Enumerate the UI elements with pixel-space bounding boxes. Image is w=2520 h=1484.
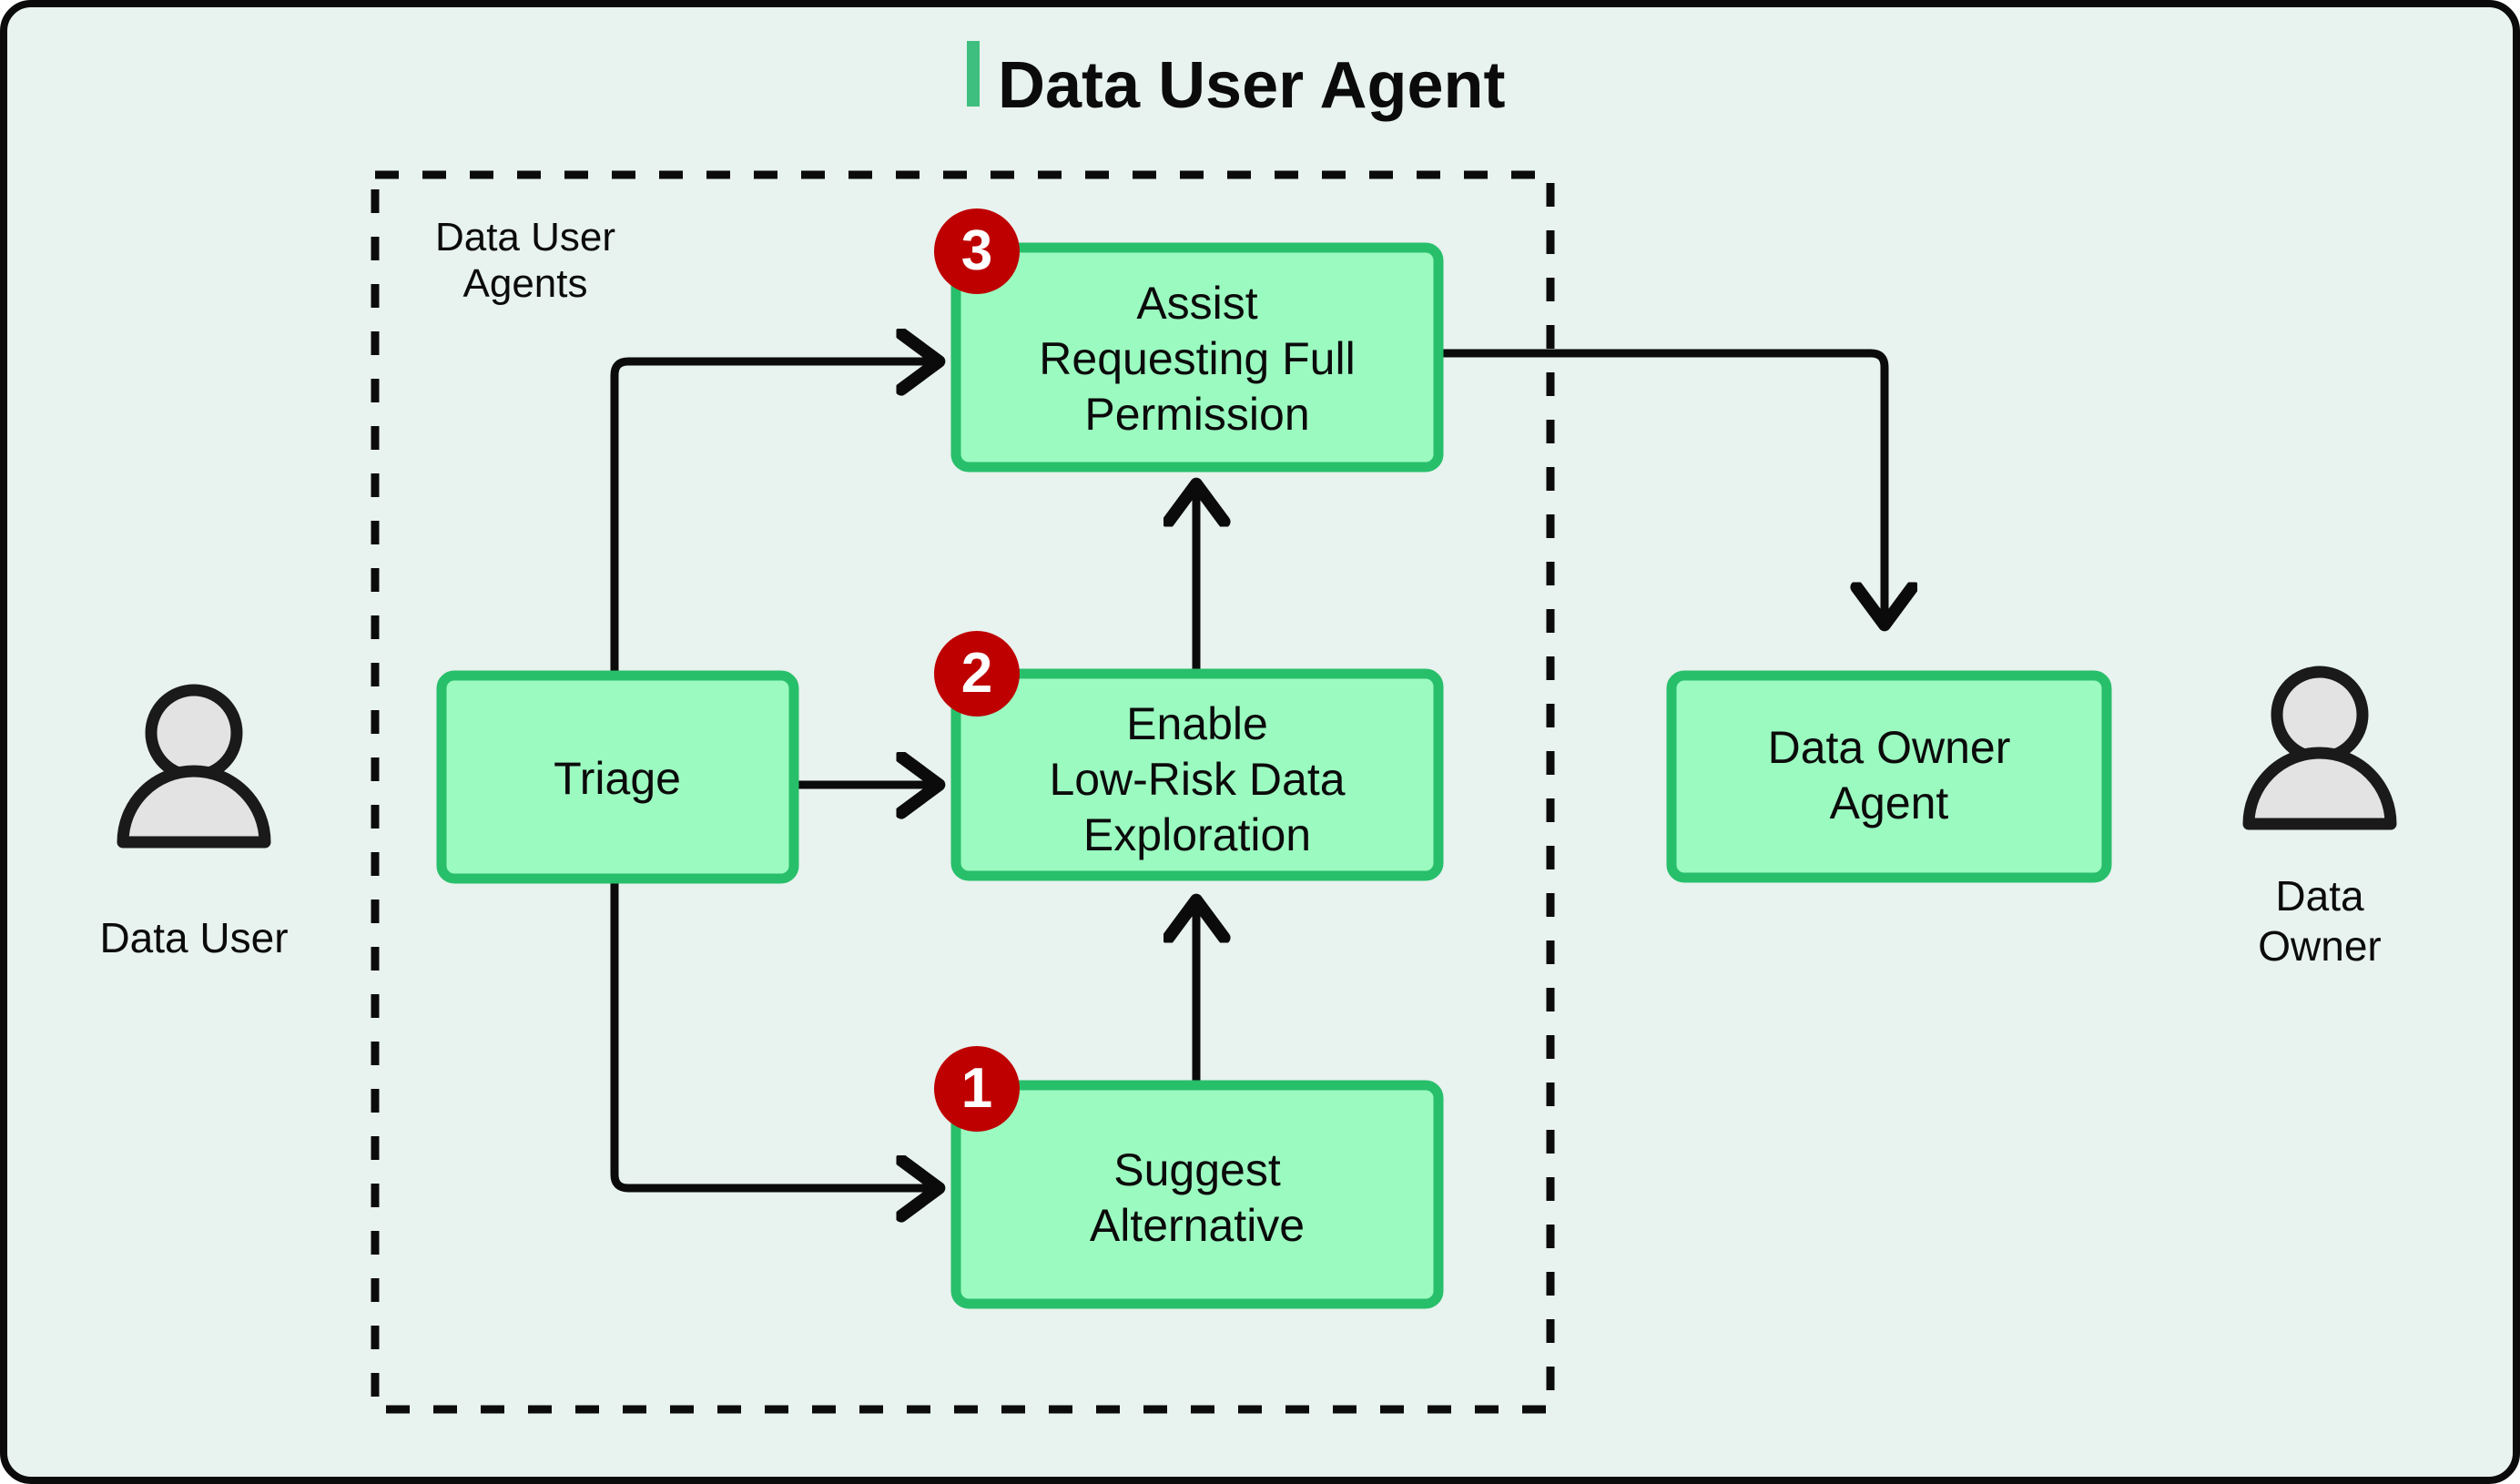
enable-node-label-line1: Enable [1126,698,1268,749]
assist-node-label-line3: Permission [1084,389,1309,440]
badge-1-label: 1 [961,1057,992,1120]
data-owner-actor: Data Owner [2242,666,2397,970]
connector-triage-to-suggest [610,879,942,1188]
assist-requesting-full-permission-node[interactable]: Assist Requesting Full Permission 3 [934,208,1444,473]
enable-node-label-line3: Exploration [1083,809,1311,860]
triage-node[interactable]: Triage [436,670,799,884]
badge-1-circle [934,1046,1020,1132]
connector-assist-to-data-owner-agent [1440,349,1885,628]
person-icon [117,684,271,849]
triage-node-label: Triage [554,753,681,804]
assist-node-label-line1: Assist [1136,278,1257,329]
suggest-node-label-line1: Suggest [1113,1144,1281,1195]
enable-node-label-line2: Low-Risk Data [1049,754,1345,805]
enable-low-risk-data-exploration-node[interactable]: Enable Low-Risk Data Exploration 2 [934,631,1444,881]
data-owner-agent-label-line1: Data Owner [1768,722,2011,773]
assist-node-box[interactable] [950,242,1444,473]
data-owner-actor-label-line2: Owner [2258,922,2381,970]
badge-2-label: 2 [961,642,992,705]
suggest-alternative-node[interactable]: Suggest Alternative 1 [934,1046,1444,1309]
group-label-line1: Data User [435,215,615,259]
triage-node-box[interactable] [436,670,799,884]
data-user-actor-label: Data User [99,914,288,961]
suggest-node-box[interactable] [950,1080,1444,1309]
title-accent-bar [967,41,980,107]
data-user-actor: Data User [99,684,289,961]
data-owner-actor-label-line1: Data [2275,872,2364,920]
person-icon [2242,666,2397,830]
badge-3-circle [934,208,1020,294]
assist-node-label-line2: Requesting Full [1039,333,1355,384]
enable-node-box[interactable] [950,668,1444,881]
data-owner-agent-node-box[interactable] [1666,670,2112,883]
group-label-line2: Agents [463,261,588,306]
badge-3-label: 3 [961,219,992,282]
suggest-node-label-line2: Alternative [1090,1200,1305,1251]
data-owner-agent-node[interactable]: Data Owner Agent [1666,670,2112,883]
data-user-agents-group [371,170,1555,1414]
connector-triage-to-assist [610,361,942,676]
badge-2-circle [934,631,1020,717]
page-title: Data User Agent [998,49,1505,122]
data-owner-agent-label-line2: Agent [1830,778,1949,828]
